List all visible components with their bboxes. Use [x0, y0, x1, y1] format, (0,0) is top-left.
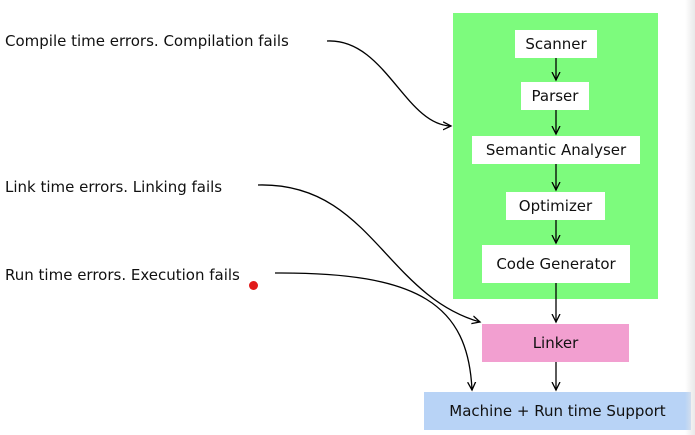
semantic-analyser-box: Semantic Analyser — [472, 136, 640, 164]
code-generator-box: Code Generator — [482, 245, 630, 283]
compile-error-arrow — [326, 40, 451, 126]
scanner-box: Scanner — [515, 30, 597, 58]
run-error-arrow — [274, 272, 472, 390]
run-error-label: Run time errors. Execution fails — [5, 266, 240, 284]
linker-box: Linker — [482, 324, 629, 362]
compile-error-label: Compile time errors. Compilation fails — [5, 32, 289, 50]
pointer-dot — [249, 281, 258, 290]
optimizer-box: Optimizer — [506, 192, 605, 220]
link-error-arrow — [257, 184, 480, 322]
window-edge — [685, 0, 695, 435]
parser-box: Parser — [521, 82, 589, 110]
runtime-box: Machine + Run time Support — [424, 392, 691, 430]
link-error-label: Link time errors. Linking fails — [5, 178, 223, 196]
